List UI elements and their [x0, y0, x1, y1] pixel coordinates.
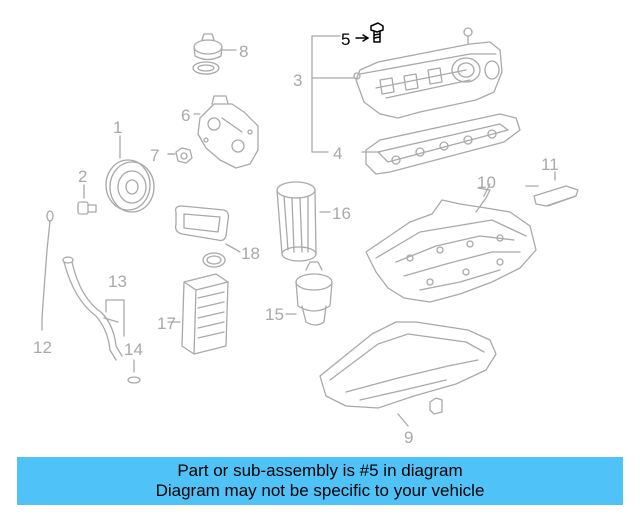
callout-8: 8	[239, 42, 248, 61]
info-banner-background	[17, 457, 623, 505]
part-18-gasket	[174, 205, 241, 268]
callouts: 1 2 3 4 5 6 7 8 9 10 11 12 13 14 15 16 1…	[33, 30, 559, 447]
part-13-dipstick-tube	[62, 256, 125, 361]
part-10-upper-oil-pan	[365, 187, 537, 303]
callout-5: 5	[341, 30, 350, 49]
part-1-pulley	[105, 135, 155, 213]
part-3-valve-cover	[353, 27, 503, 119]
part-2-bolt	[77, 184, 97, 215]
part-15-filter-housing	[285, 261, 333, 326]
callout-12: 12	[33, 338, 52, 357]
part-6-housing	[193, 95, 259, 169]
info-banner: Part or sub-assembly is #5 in diagram Di…	[17, 457, 623, 505]
banner-line-2: Diagram may not be specific to your vehi…	[155, 481, 485, 500]
callout-2: 2	[78, 167, 87, 186]
part-17-oil-cooler	[167, 273, 229, 355]
callout-16: 16	[332, 204, 351, 223]
callout-9: 9	[404, 428, 413, 447]
part-14-seal	[127, 359, 141, 384]
callout-17: 17	[157, 314, 176, 333]
callout-4: 4	[333, 144, 342, 163]
part-16-oil-filter	[276, 181, 331, 262]
part-8-oil-filler-cap	[192, 33, 237, 75]
banner-line-1: Part or sub-assembly is #5 in diagram	[177, 461, 463, 480]
part-4-gasket	[365, 113, 521, 175]
part-5-bolt-highlighted	[355, 22, 384, 43]
callout-13: 13	[108, 272, 127, 291]
callout-6: 6	[181, 106, 190, 125]
callout-11: 11	[541, 155, 559, 174]
callout-7: 7	[150, 146, 159, 165]
callout-1: 1	[113, 118, 122, 137]
leader-lines-3-4	[311, 35, 355, 153]
part-11-bracket	[533, 171, 579, 207]
callout-10: 10	[477, 173, 496, 192]
part-7-nut	[167, 147, 193, 164]
callout-15: 15	[265, 305, 284, 324]
part-9-lower-oil-pan	[319, 321, 497, 427]
callout-3: 3	[293, 71, 302, 90]
leader-lines	[167, 151, 539, 197]
part-12-dipstick	[41, 210, 54, 331]
callout-18: 18	[241, 244, 260, 263]
callout-14: 14	[124, 340, 143, 359]
